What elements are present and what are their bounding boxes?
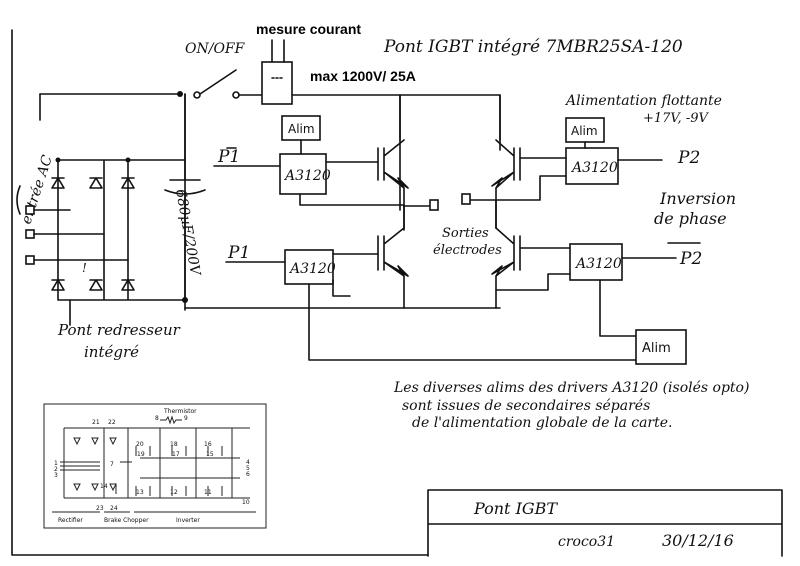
module-section-inverter: Inverter: [176, 517, 200, 524]
svg-text:6: 6: [246, 471, 250, 478]
svg-text:1: 1: [54, 460, 58, 467]
capacitor-label: 680µF/200V: [172, 188, 203, 278]
phase-inversion-label-1: Inversion: [659, 189, 736, 208]
igbt-module-pinout: Thermistor 1 2 3 21 22 8 9 7 14 20 18 16…: [43, 403, 267, 529]
outputs-label-1: Sorties: [442, 226, 489, 241]
dc-capacitor: [164, 93, 206, 301]
svg-text:4: 4: [246, 459, 250, 466]
driver-bottom-right: A3120 P2 Alim: [495, 242, 702, 365]
svg-text:22: 22: [108, 419, 116, 426]
dc-bus: [39, 91, 186, 311]
svg-text:16: 16: [204, 441, 212, 448]
sheet-border: [11, 29, 429, 556]
svg-text:9: 9: [184, 415, 188, 422]
svg-text:13: 13: [136, 489, 144, 496]
svg-text:18: 18: [170, 441, 178, 448]
module-section-brake: Brake Chopper: [104, 517, 149, 524]
svg-text:10: 10: [242, 499, 250, 506]
phase-inversion-label-2: de phase: [654, 209, 727, 228]
note-line-3: de l'alimentation globale de la carte.: [412, 415, 672, 431]
title-block-author: croco31: [558, 534, 615, 550]
svg-text:Thermistor: Thermistor: [163, 408, 197, 415]
signal-p1-top: P1: [217, 147, 240, 167]
igbt-h-bridge: [184, 94, 521, 309]
svg-text:A3120: A3120: [570, 160, 618, 176]
module-section-rectifier: Rectifier: [58, 517, 83, 524]
driver-top-left: Alim A3120 P1: [213, 115, 405, 206]
svg-text:23: 23: [96, 505, 104, 512]
floating-supply-label: Alimentation flottante: [564, 93, 722, 109]
on-off-switch: [193, 69, 263, 99]
svg-text:12: 12: [170, 489, 178, 496]
svg-text:A3120: A3120: [574, 256, 622, 272]
outputs-label-2: électrodes: [433, 243, 502, 258]
alim-bottom-label: Alim: [642, 341, 671, 356]
svg-text:7: 7: [110, 461, 114, 468]
svg-text:11: 11: [204, 489, 212, 496]
svg-text:21: 21: [92, 419, 100, 426]
ac-input-label: entrée AC: [19, 153, 56, 226]
svg-text:A3120: A3120: [283, 168, 331, 184]
floating-supply-voltage: +17V, -9V: [643, 111, 709, 126]
svg-text:2: 2: [54, 466, 58, 473]
signal-p2-bottom: P2: [679, 249, 702, 269]
svg-text:24: 24: [110, 505, 118, 512]
title-block-title: Pont IGBT: [473, 499, 558, 518]
rectifier-label-2: intégré: [84, 343, 139, 361]
svg-text:3: 3: [54, 472, 58, 479]
svg-text:8: 8: [155, 415, 159, 422]
ac-input-terminals: [16, 185, 59, 265]
svg-text:17: 17: [172, 451, 180, 458]
signal-p2-top: P2: [677, 148, 700, 168]
driver-top-right: Alim A3120 P2: [495, 117, 700, 201]
svg-text:Alim: Alim: [571, 124, 598, 138]
svg-text:A3120: A3120: [288, 261, 336, 277]
svg-text:15: 15: [206, 451, 214, 458]
schematic-title: Pont IGBT intégré 7MBR25SA-120: [383, 37, 683, 57]
on-off-label: ON/OFF: [185, 41, 246, 57]
svg-text:5: 5: [246, 465, 250, 472]
current-measure-label: mesure courant: [256, 21, 361, 37]
note-line-1: Les diverses alims des drivers A3120 (is…: [393, 380, 749, 396]
rectifier-label-1: Pont redresseur: [57, 321, 181, 339]
rectifier-bridge: !: [51, 157, 188, 326]
max-rating-label: max 1200V/ 25A: [310, 68, 416, 84]
title-block: Pont IGBT croco31 30/12/16: [427, 489, 783, 557]
title-block-date: 30/12/16: [662, 531, 734, 550]
svg-text:14: 14: [100, 483, 108, 490]
svg-text:19: 19: [137, 451, 145, 458]
alim-label: Alim: [288, 122, 315, 136]
svg-text:20: 20: [136, 441, 144, 448]
svg-text:!: !: [82, 261, 87, 275]
driver-bottom-left: A3120 P1: [225, 243, 641, 361]
note-line-2: sont issues de secondaires séparés: [402, 398, 650, 414]
signal-p1-bottom: P1: [227, 243, 250, 263]
